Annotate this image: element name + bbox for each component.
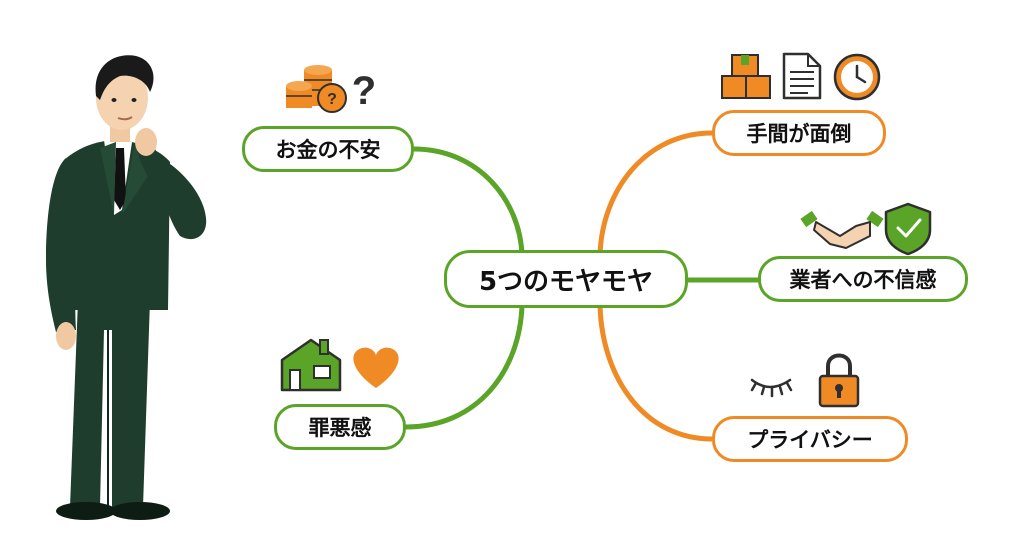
node-effort-label: 手間が面倒 (746, 122, 852, 146)
heart-icon (353, 347, 399, 388)
node-money-anxiety-label: お金の不安 (275, 138, 381, 162)
node-guilt: 罪悪感 (274, 404, 406, 450)
central-topic-label: 5つのモヤモヤ (478, 266, 654, 297)
node-effort: 手間が面倒 (712, 110, 886, 156)
branch-lines (403, 130, 761, 442)
branch-privacy (597, 302, 715, 442)
question-mark-icon: ? (352, 69, 376, 113)
branch-money (411, 146, 525, 258)
padlock-icon (818, 353, 860, 408)
node-money-anxiety: お金の不安 (242, 126, 414, 172)
handshake-icon (800, 210, 884, 249)
central-topic-node: 5つのモヤモヤ (444, 250, 688, 308)
house-icon (280, 338, 342, 392)
shield-icon (884, 202, 932, 256)
clock-icon (833, 53, 881, 101)
node-privacy-label: プライバシー (747, 428, 873, 452)
document-icon (782, 52, 822, 100)
businessman-figure (46, 55, 207, 520)
branch-guilt (403, 302, 525, 430)
coin-question-glyph: ? (327, 91, 337, 108)
node-vendor-distrust-label: 業者への不信感 (789, 268, 937, 292)
coins-icon (286, 65, 347, 113)
node-guilt-label: 罪悪感 (308, 416, 372, 440)
node-privacy: プライバシー (712, 416, 908, 462)
node-vendor-distrust: 業者への不信感 (758, 256, 968, 302)
branch-effort (597, 130, 715, 258)
boxes-icon (721, 54, 771, 99)
closed-eye-icon (750, 378, 793, 398)
